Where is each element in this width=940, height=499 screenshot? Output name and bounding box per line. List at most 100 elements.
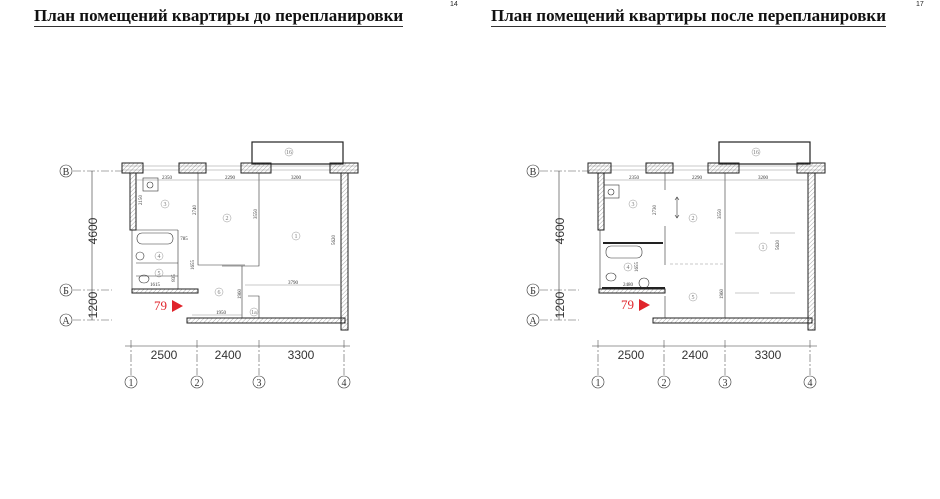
label-d3550: 3550 xyxy=(254,209,259,220)
label-1: 2400 xyxy=(682,348,709,362)
circle-shape xyxy=(623,262,633,272)
label-0: В xyxy=(63,167,70,178)
circle-shape xyxy=(154,251,164,261)
circle-shape xyxy=(657,375,671,389)
label-d1960: 1960 xyxy=(720,289,725,300)
title-after: План помещений квартиры после перепланир… xyxy=(491,6,887,27)
page-number-left: 14 xyxy=(450,1,458,8)
label-1: Б xyxy=(63,286,69,297)
label-3: 4 xyxy=(342,378,347,389)
rect-shape xyxy=(652,317,813,324)
rect-shape xyxy=(796,162,826,174)
label-d5620: 5620 xyxy=(776,240,781,251)
label-r5: 5 xyxy=(692,295,695,301)
label-d2730: 2730 xyxy=(653,205,658,216)
circle-shape xyxy=(526,313,540,327)
label-r4: 4 xyxy=(627,265,630,271)
rect-shape xyxy=(131,288,199,294)
floor-plan-after: В Б А 4600 1200 2500 2400 3300 1 2 3 4 xyxy=(526,141,826,389)
circle-shape xyxy=(124,375,138,389)
floor-plan-before: В Б А 4600 1200 2500 2400 3300 1 2 3 4 xyxy=(59,141,359,389)
label-0: 2500 xyxy=(151,348,178,362)
rect-shape xyxy=(603,242,663,244)
label-3: 4 xyxy=(808,378,813,389)
label-2: А xyxy=(529,316,537,327)
circle-shape xyxy=(591,375,605,389)
label-d1950: 1950 xyxy=(216,311,227,316)
label-0: 1 xyxy=(596,378,601,389)
label-0: В xyxy=(530,167,537,178)
entrance-arrow-icon xyxy=(172,300,183,312)
circle-shape xyxy=(758,242,768,252)
stove xyxy=(142,177,159,192)
rect-shape xyxy=(329,162,359,174)
dimensions: 2350 2290 3200 2730 3550 5620 1655 2480 … xyxy=(604,176,807,299)
label-d1655: 1655 xyxy=(635,262,640,273)
label-r16: 16 xyxy=(753,150,759,156)
label-0: 4600 xyxy=(553,217,567,244)
label-r2: 2 xyxy=(692,216,695,222)
label-d2290: 2290 xyxy=(225,176,236,181)
bathtub xyxy=(136,232,174,245)
label-r1a: 1а xyxy=(251,310,257,316)
label-r2: 2 xyxy=(226,216,229,222)
rect-shape xyxy=(178,162,207,174)
label-r3: 3 xyxy=(164,202,167,208)
label-marker: 79 xyxy=(621,297,634,312)
circle-shape xyxy=(526,164,540,178)
axis-marker-b xyxy=(59,283,73,297)
label-1: 2400 xyxy=(215,348,242,362)
circle-shape xyxy=(222,213,232,223)
label-2: 3 xyxy=(257,378,262,389)
rect-shape xyxy=(603,184,620,199)
label-d2350: 2350 xyxy=(162,176,173,181)
grid-axes: В Б А 4600 1200 2500 2400 3300 1 2 3 4 xyxy=(59,164,351,389)
label-d2740: 2740 xyxy=(193,205,198,216)
label-marker: 79 xyxy=(154,298,167,313)
room-numbers: 1 2 3 4 5 16 xyxy=(623,147,768,302)
label-r5: 5 xyxy=(158,271,161,277)
label-d2350: 2350 xyxy=(629,176,640,181)
label-r3: 3 xyxy=(632,202,635,208)
rect-shape xyxy=(807,172,816,331)
label-0: 1 xyxy=(129,378,134,389)
circle-shape xyxy=(718,375,732,389)
label-d3550: 3550 xyxy=(718,209,723,220)
circle-shape xyxy=(154,268,164,278)
rect-shape xyxy=(645,162,674,174)
label-d5620: 5620 xyxy=(332,235,337,246)
label-1: Б xyxy=(530,286,536,297)
circle-shape xyxy=(607,188,615,196)
rect-shape xyxy=(597,172,605,231)
circle-shape xyxy=(291,231,301,241)
label-2: 3300 xyxy=(288,348,315,362)
label-1: 2 xyxy=(662,378,667,389)
label-2: 3300 xyxy=(755,348,782,362)
room-numbers: 1 2 3 4 5 6 1а 16 xyxy=(154,147,301,317)
label-d2480: 2480 xyxy=(623,283,634,288)
circle-shape xyxy=(146,181,154,189)
rect-shape xyxy=(340,172,349,331)
circle-shape xyxy=(803,375,817,389)
label-1: 2 xyxy=(195,378,200,389)
dimensions: 2350 2290 3200 2150 2740 3550 5620 785 1… xyxy=(137,176,340,316)
ellipse-shape xyxy=(605,272,617,282)
label-d1960: 1960 xyxy=(238,289,243,300)
entrance-arrow-icon xyxy=(639,299,650,311)
circle-shape xyxy=(751,147,761,157)
circle-shape xyxy=(252,375,266,389)
label-r1: 1 xyxy=(295,234,298,240)
rect-shape xyxy=(240,162,272,174)
title-before: План помещений квартиры до перепланировк… xyxy=(34,6,404,27)
label-d2150: 2150 xyxy=(139,195,144,206)
label-r1: 1 xyxy=(762,245,765,251)
row-dim-4600: 4600 xyxy=(86,217,100,244)
circle-shape xyxy=(190,375,204,389)
label-d3200: 3200 xyxy=(758,176,769,181)
circle-shape xyxy=(249,307,259,317)
rect-shape xyxy=(121,162,144,174)
rect-shape xyxy=(129,172,137,231)
label-d1615: 1615 xyxy=(150,283,161,288)
label-1: 1200 xyxy=(553,291,567,318)
